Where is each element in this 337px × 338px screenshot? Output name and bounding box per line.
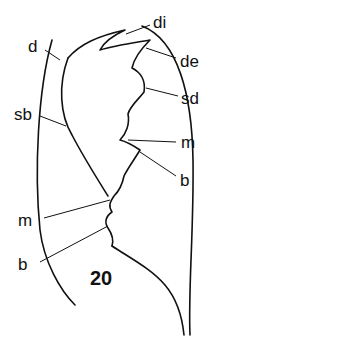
leader-line: [126, 25, 150, 34]
part-label: sb: [14, 106, 32, 123]
leader-line: [146, 88, 178, 96]
part-label: de: [180, 53, 199, 70]
part-label: b: [18, 256, 27, 273]
outer-contour: [37, 40, 75, 305]
tooth-profile: [68, 30, 150, 246]
leader-line: [140, 152, 176, 176]
part-label: b: [180, 172, 189, 189]
figure-number: 20: [90, 268, 112, 288]
leader-line: [128, 140, 176, 142]
leader-line: [40, 226, 108, 262]
part-label: sd: [181, 90, 199, 107]
base-contour: [112, 246, 184, 335]
part-label: di: [153, 14, 166, 31]
leader-line: [44, 200, 110, 218]
part-label: m: [18, 212, 32, 229]
leader-line: [40, 116, 66, 126]
leader-line: [146, 48, 176, 58]
inner-contour: [62, 58, 108, 196]
leader-line: [45, 50, 60, 60]
part-label: d: [28, 38, 37, 55]
part-label: m: [181, 134, 195, 151]
